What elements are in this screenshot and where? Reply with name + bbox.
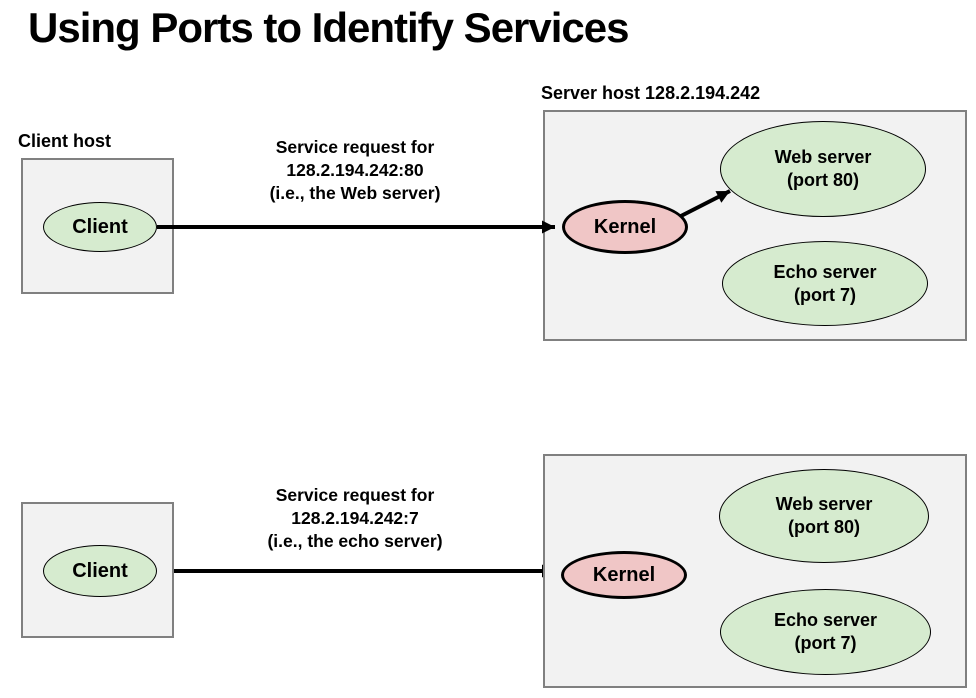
service-request-line: (i.e., the echo server) [267,531,443,551]
echo-server-label-line2: (port 7) [794,633,857,653]
client-process-label: Client [72,559,128,582]
kernel-label: Kernel [593,215,657,238]
echo-server-ellipse-top: Echo server (port 7) [722,241,928,326]
service-request-label-top: Service request for 128.2.194.242:80 (i.… [225,136,485,205]
web-server-ellipse-top: Web server (port 80) [720,121,926,217]
service-request-line: Service request for [275,137,435,157]
server-host-label-top: Server host 128.2.194.242 [541,83,761,103]
echo-server-label-line2: (port 7) [794,284,856,305]
echo-server-label-line1: Echo server [773,261,877,282]
echo-server-label-line1: Echo server [773,610,878,630]
page-title: Using Ports to Identify Services [28,4,630,51]
web-server-label-line1: Web server [775,494,873,514]
kernel-label: Kernel [592,563,656,586]
web-server-label-line2: (port 80) [787,170,859,190]
kernel-ellipse-bottom: Kernel [561,551,687,599]
kernel-ellipse-top: Kernel [562,200,688,254]
echo-server-ellipse-bottom: Echo server (port 7) [720,589,931,675]
service-request-line: Service request for [275,485,435,505]
web-server-label-line1: Web server [774,147,872,167]
web-server-label-line2: (port 80) [788,517,860,537]
service-request-line: 128.2.194.242:7 [291,508,419,528]
client-host-label-top: Client host [18,131,111,151]
client-process-label: Client [72,215,128,238]
service-request-line: (i.e., the Web server) [269,183,441,203]
client-process-ellipse-top: Client [43,202,157,252]
web-server-ellipse-bottom: Web server (port 80) [719,469,929,563]
service-request-label-bottom: Service request for 128.2.194.242:7 (i.e… [225,484,485,553]
client-process-ellipse-bottom: Client [43,545,157,597]
service-request-line: 128.2.194.242:80 [286,160,424,180]
